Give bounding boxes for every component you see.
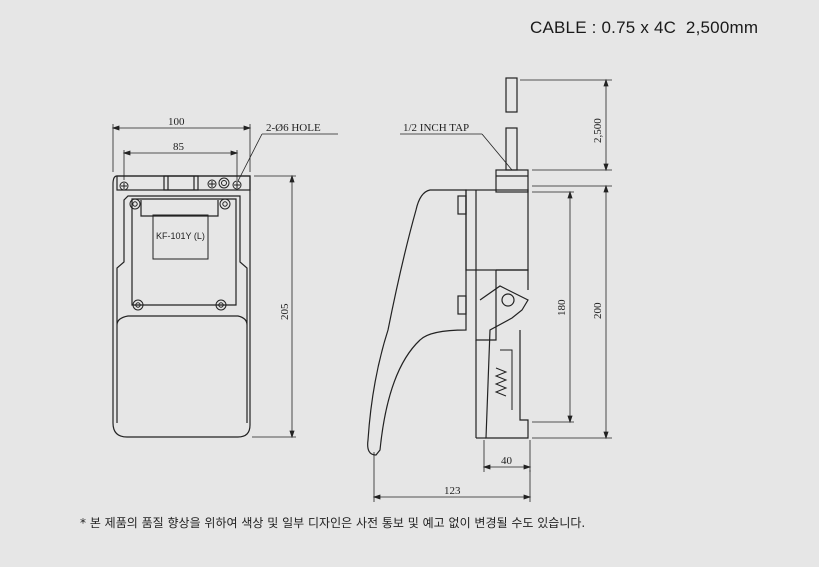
screw-icon	[119, 181, 129, 191]
model-label: KF-101Y (L)	[156, 231, 205, 241]
dim-width: 100	[168, 116, 185, 128]
front-screws	[119, 177, 242, 311]
disclaimer-text: * 본 제품의 품질 향상을 위하여 색상 및 일부 디자인은 사전 통보 및 …	[80, 516, 586, 530]
lever-arm	[479, 285, 529, 439]
front-body-outline	[112, 175, 251, 438]
screw-icon	[207, 179, 217, 189]
spring	[494, 367, 508, 397]
handle	[367, 189, 467, 456]
dim-40: 40	[501, 455, 513, 467]
dim-height: 205	[279, 303, 291, 320]
dim-hole-spacing: 85	[173, 141, 185, 153]
dim-cable: 2,500	[592, 118, 604, 143]
side-view	[367, 77, 529, 456]
hole-label: 2-Ø6 HOLE	[266, 122, 321, 134]
side-dimensions	[372, 78, 612, 502]
tap-fitting	[495, 169, 529, 193]
screw-icon	[215, 299, 227, 311]
inner-plate	[116, 195, 248, 326]
front-dimensions	[111, 124, 338, 439]
dim-180: 180	[556, 299, 568, 316]
top-bracket	[116, 175, 251, 191]
tap-label: 1/2 INCH TAP	[403, 122, 469, 134]
screw-icon	[218, 177, 230, 189]
screw-icon	[132, 299, 144, 311]
back-plate	[465, 189, 529, 271]
cable-spec-label: CABLE : 0.75 x 4C 2,500mm	[530, 18, 759, 37]
dim-200: 200	[592, 302, 604, 319]
model-label-box	[152, 214, 209, 260]
front-view	[112, 175, 251, 438]
dim-123: 123	[444, 485, 461, 497]
inner-cover	[131, 198, 237, 306]
cable	[505, 77, 518, 113]
pivot-icon	[501, 293, 515, 307]
screw-icon	[129, 198, 141, 210]
screw-icon	[232, 180, 242, 190]
screw-icon	[219, 198, 231, 210]
